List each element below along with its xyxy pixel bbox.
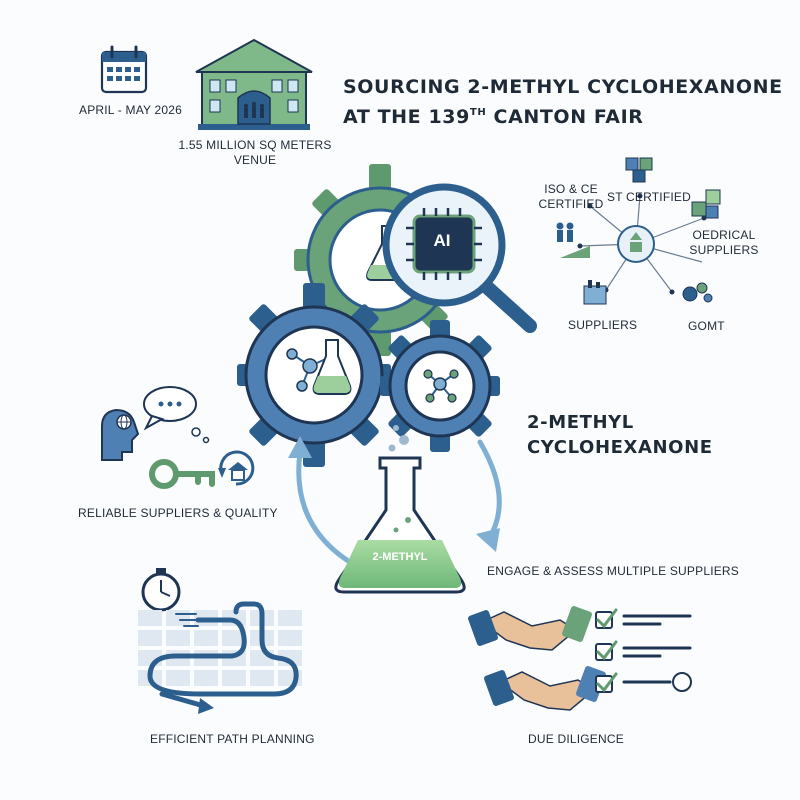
question-icon <box>672 672 692 692</box>
people-icon <box>556 222 590 258</box>
network-node-suppliers: SUPPLIERS <box>568 318 638 332</box>
network-node-iso-line2: CERTIFIED <box>538 197 604 211</box>
left-gear <box>237 283 391 467</box>
title-line1: SOURCING 2-METHYL CYCLOHEXANONE <box>343 76 783 98</box>
bubbles <box>388 425 409 452</box>
title-line2-sup: TH <box>469 107 487 118</box>
venue-label-line1: 1.55 MILLION SQ METERS <box>178 138 332 152</box>
venue-label: 1.55 MILLION SQ METERS VENUE <box>175 138 335 168</box>
right-gear <box>380 320 500 452</box>
ai-magnifier-icon <box>382 183 537 333</box>
venue-label-line2: VENUE <box>233 153 277 167</box>
network-node-st: ST CERTIFIED <box>607 190 691 204</box>
ai-label: AI <box>433 231 451 250</box>
network-node-oedrical-line1: OEDRICAL <box>692 228 756 242</box>
calendar-icon <box>100 45 148 94</box>
refresh-home-icon <box>218 450 255 486</box>
gears-small-icon <box>682 282 713 303</box>
checklist-icon <box>595 608 692 693</box>
title-line2-suffix: CANTON FAIR <box>486 106 644 128</box>
network-node-oedrical: OEDRICAL SUPPLIERS <box>684 228 764 258</box>
network-node-gomt: GOMT <box>688 319 725 333</box>
step-reliable-label: RELIABLE SUPPLIERS & QUALITY <box>78 506 278 520</box>
molecule-name: 2-METHYL CYCLOHEXANONE <box>527 410 727 460</box>
supplier-network <box>556 157 721 305</box>
title-line2-prefix: AT THE 139 <box>343 106 470 128</box>
stopwatch-icon <box>141 568 181 612</box>
arrow-down-icon <box>476 528 500 552</box>
network-node-oedrical-line2: SUPPLIERS <box>689 243 759 257</box>
step-engage-label: ENGAGE & ASSESS MULTIPLE SUPPLIERS <box>487 564 739 578</box>
handshake-icon <box>468 606 606 711</box>
network-node-iso: ISO & CE CERTIFIED <box>526 182 616 212</box>
key-icon <box>149 459 215 489</box>
path-map <box>138 601 302 714</box>
network-node-iso-line1: ISO & CE <box>544 182 598 196</box>
date-label: APRIL - MAY 2026 <box>79 103 183 117</box>
step-due-label: DUE DILIGENCE <box>528 732 624 746</box>
main-flask <box>334 456 466 594</box>
factory-icon <box>583 280 607 305</box>
molecule-name-line2: CYCLOHEXANONE <box>527 437 713 458</box>
communication-icon <box>101 386 210 461</box>
step-path-label: EFFICIENT PATH PLANNING <box>150 732 315 746</box>
boxes-icon <box>691 189 721 219</box>
cube-cluster-icon <box>625 157 653 183</box>
exhibition-hall-icon <box>195 38 313 130</box>
molecule-name-line1: 2-METHYL <box>527 412 634 433</box>
arrow-up-icon <box>288 436 312 458</box>
title-line2: AT THE 139TH CANTON FAIR <box>343 100 783 130</box>
flask-label: 2-METHYL <box>372 551 428 563</box>
page-title: SOURCING 2-METHYL CYCLOHEXANONE AT THE 1… <box>343 74 783 130</box>
